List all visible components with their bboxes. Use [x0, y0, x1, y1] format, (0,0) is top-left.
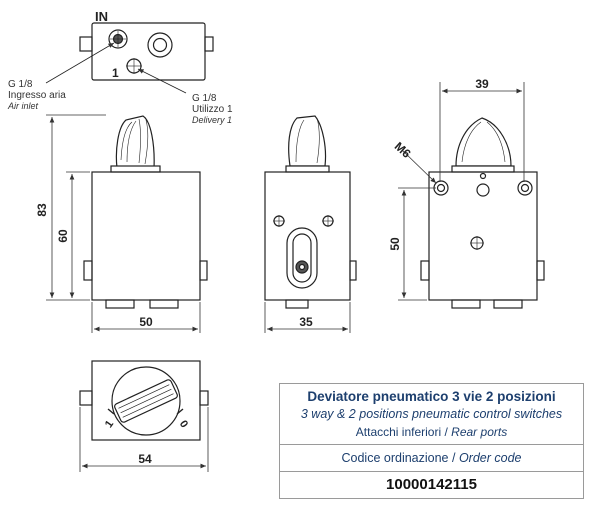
product-subtitle: 3 way & 2 positions pneumatic control sw…: [300, 407, 563, 421]
front-view-body: [91, 171, 201, 301]
rear-view: [420, 117, 545, 309]
product-title: Deviatore pneumatico 3 vie 2 posizioni: [307, 389, 556, 404]
order-line: Codice ordinazione / Order code: [280, 451, 583, 465]
delivery-label-en: Delivery 1: [192, 115, 233, 125]
inlet-label-it: Ingresso aria: [8, 90, 66, 101]
order-code: 10000142115: [386, 476, 477, 493]
rear-view-body: [428, 171, 538, 301]
delivery-thread: G 1/8: [192, 93, 217, 104]
top-view-body: [91, 22, 206, 81]
inlet-thread: G 1/8: [8, 79, 33, 90]
rear-thread-hole-right: [517, 180, 533, 196]
inlet-label-en: Air inlet: [8, 101, 39, 111]
side-knob-icon: [288, 115, 327, 167]
inlet-leader: [45, 42, 115, 84]
ports-label-it: Attacchi inferiori /: [355, 425, 448, 439]
rear-knob-icon: [455, 117, 512, 167]
inlet-port-icon: [108, 29, 128, 49]
front-dimensions: [46, 114, 201, 333]
selector-handle-icon: [114, 379, 178, 423]
center-port-icon: [147, 32, 173, 58]
dim-front-width: 50: [139, 315, 153, 329]
dim-front-height-body: 60: [56, 229, 70, 243]
rear-thread-hole-left: [433, 180, 449, 196]
order-label-it: Codice ordinazione /: [341, 451, 456, 465]
order-label-en: Order code: [458, 451, 522, 465]
dim-rear-height: 50: [388, 237, 402, 251]
bottom-view: [79, 360, 209, 441]
top-view: [45, 22, 214, 94]
info-box-divider: [280, 471, 583, 472]
delivery-leader: [137, 68, 187, 94]
inlet-callout: G 1/8 Ingresso aria Air inlet: [8, 79, 66, 112]
dim-side-width: 35: [299, 315, 313, 329]
side-view: [264, 115, 357, 309]
front-view: [83, 115, 208, 309]
info-box-divider: [280, 444, 583, 445]
side-dimensions: [264, 302, 351, 333]
dim-bottom-width: 54: [138, 452, 152, 466]
info-box: Deviatore pneumatico 3 vie 2 posizioni 3…: [279, 383, 584, 499]
side-slot: [286, 227, 318, 289]
delivery-label-it: Utilizzo 1: [192, 104, 233, 115]
ports-line: Attacchi inferiori / Rear ports: [280, 425, 583, 439]
outlet-port-label: 1: [112, 66, 119, 80]
delivery-callout: G 1/8 Utilizzo 1 Delivery 1: [192, 93, 233, 126]
ports-label-en: Rear ports: [451, 425, 508, 439]
dim-front-height-total: 83: [35, 203, 49, 217]
dim-rear-top-width: 39: [475, 77, 489, 91]
top-view-right-tab: [204, 36, 214, 52]
inlet-port-label: IN: [95, 9, 108, 24]
selector-position-right: 0: [177, 418, 190, 430]
rear-dimensions: [398, 82, 525, 301]
selector-position-left: 1: [103, 418, 116, 430]
bottom-dimensions: [79, 407, 209, 472]
rear-thread-leader: [401, 149, 437, 184]
knob-icon: [115, 115, 155, 169]
selector-dial-icon: [111, 366, 181, 436]
top-view-left-tab: [79, 36, 93, 52]
